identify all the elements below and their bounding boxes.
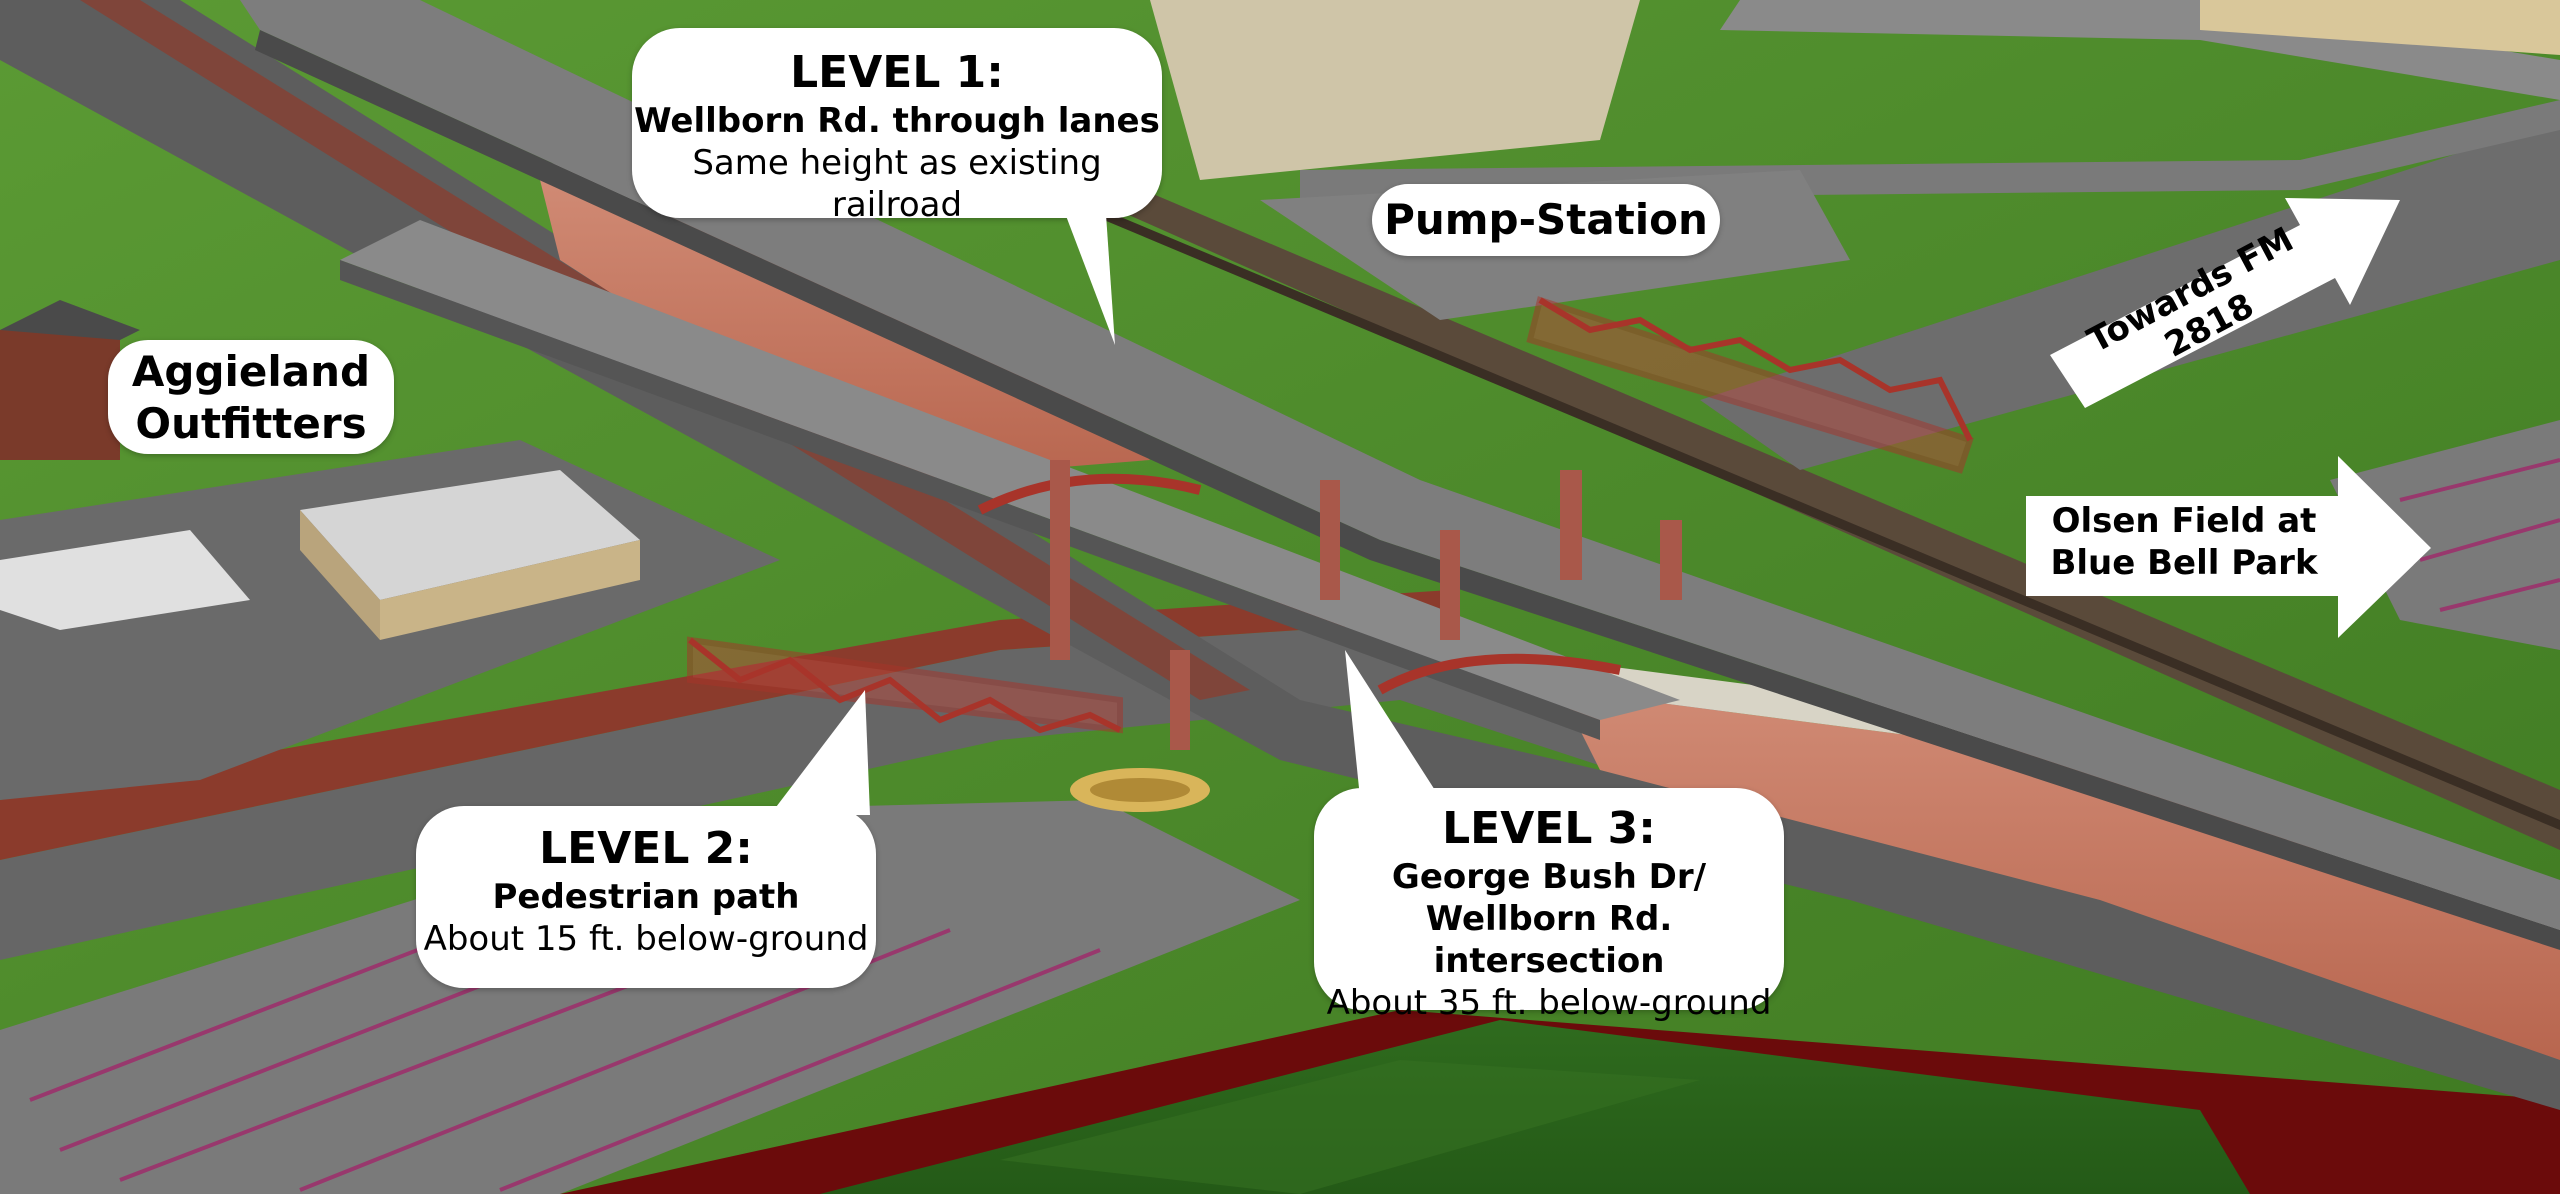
parking-lot-south: [0, 800, 1300, 1194]
pump-station-label: Pump-Station: [1372, 184, 1720, 256]
aggieland-line-2: Outfitters: [135, 399, 367, 448]
store-building: [300, 470, 640, 600]
level-3-subtitle-line1: George Bush Dr/: [1391, 857, 1707, 897]
olsen-line-1: Olsen Field at: [2051, 501, 2317, 541]
towards-fm2818-arrow: [2050, 198, 2400, 408]
retaining-wall-south: [1560, 690, 2560, 1060]
house: [0, 330, 120, 460]
level-2-subtitle: Pedestrian path: [492, 877, 800, 917]
bridge-piers: [1050, 460, 1682, 750]
level-3-title: LEVEL 3:: [1442, 803, 1656, 854]
callout-level-3: LEVEL 3: George Bush Dr/ Wellborn Rd. in…: [1314, 788, 1784, 1023]
elevated-overpass: [340, 220, 1680, 720]
retaining-wall-north: [540, 180, 1150, 480]
level-2-title: LEVEL 2:: [539, 823, 753, 874]
olsen-line-2: Blue Bell Park: [2050, 543, 2318, 583]
helipad-lot: [1150, 0, 1640, 180]
gas-station: [0, 530, 250, 630]
wellborn-lower-lanes: [0, 0, 2560, 1110]
level-1-title: LEVEL 1:: [790, 47, 1004, 98]
callout-level-2-pointer: [770, 690, 870, 815]
callout-level-1-pointer: [1060, 200, 1115, 345]
pedestrian-bridges: [687, 296, 1974, 734]
aggieland-outfitters-label: Aggieland Outfitters: [108, 340, 394, 454]
level-1-subtitle: Wellborn Rd. through lanes: [634, 101, 1160, 141]
level-3-detail: About 35 ft. below-ground: [1326, 983, 1772, 1023]
george-bush-roadway: [0, 620, 2560, 1080]
callout-level-1: LEVEL 1: Wellborn Rd. through lanes Same…: [632, 28, 1162, 225]
aggieland-line-1: Aggieland: [131, 347, 371, 396]
parking-garage: [2200, 0, 2560, 55]
callout-level-2: LEVEL 2: Pedestrian path About 15 ft. be…: [416, 806, 876, 988]
olsen-field-arrow: [2026, 456, 2431, 638]
level-2-detail: About 15 ft. below-ground: [423, 919, 869, 959]
level-1-detail: Same height as existing railroad: [692, 143, 1102, 225]
wellborn-elevated-lanes: [240, 0, 2560, 930]
level-3-subtitle-line2: Wellborn Rd. intersection: [1425, 899, 1673, 981]
callout-level-3-pointer: [1345, 650, 1440, 798]
olsen-field-label: Olsen Field at Blue Bell Park: [2034, 500, 2334, 584]
